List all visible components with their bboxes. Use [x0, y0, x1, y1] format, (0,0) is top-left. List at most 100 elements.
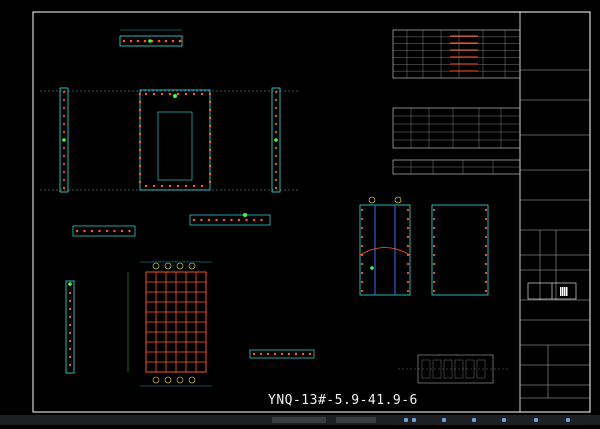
elev-c-l-7	[432, 271, 436, 275]
long-section-bar-7	[68, 339, 72, 343]
top-strip-marker	[148, 39, 152, 43]
elev-c-r-0	[484, 208, 488, 212]
beam-a-bar-3	[98, 229, 101, 233]
center-right-bar-2	[208, 108, 212, 112]
center-left-bar-11	[138, 180, 142, 184]
long-section-bar-5	[68, 323, 72, 327]
center-elevation	[139, 89, 211, 191]
center-right-bar-5	[208, 132, 212, 136]
elev-b-l-2	[360, 226, 364, 230]
elev-c-l-6	[432, 262, 436, 266]
center-right-bar-6	[208, 140, 212, 144]
center-bottom-bar-1	[152, 184, 156, 188]
elev-b-l-6	[360, 262, 364, 266]
center-top-bar-3	[168, 92, 172, 96]
beam-a-bar-7	[128, 229, 131, 233]
snap-icon[interactable]	[412, 418, 416, 422]
center-right-bar-7	[208, 148, 212, 152]
grid-label-bottom-1	[164, 376, 172, 384]
top-strip-bar-1	[129, 39, 133, 43]
beam-b-marker	[243, 213, 247, 217]
bar-section-bar-0	[252, 352, 256, 356]
polar-icon[interactable]	[472, 418, 476, 422]
elev-b-l-7	[360, 271, 364, 275]
beam-b-bar-7	[245, 218, 248, 222]
center-bottom-bar-3	[168, 184, 172, 188]
left-column-bar-7	[62, 146, 66, 150]
long-section	[65, 280, 75, 374]
top-strip-bar-5	[157, 39, 161, 43]
bar-section-bar-3	[273, 352, 277, 356]
osnap-icon[interactable]	[502, 418, 506, 422]
elev-b-l-1	[360, 217, 364, 221]
ortho-icon[interactable]	[442, 418, 446, 422]
elev-c-r-5	[484, 253, 488, 257]
top-strip-bar-0	[122, 39, 126, 43]
center-left-bar-0	[138, 92, 142, 96]
layout-tab[interactable]	[336, 417, 376, 423]
long-section-bar-4	[68, 315, 72, 319]
elev-b-r-3	[406, 235, 410, 239]
center-top-bar-4	[176, 92, 180, 96]
left-column-bar-11	[62, 178, 66, 182]
elev-c-r-6	[484, 262, 488, 266]
status-bar	[0, 415, 600, 425]
long-section-bar-8	[68, 347, 72, 351]
right-column-bar-4	[274, 122, 278, 126]
elev-c-l-4	[432, 244, 436, 248]
bar-section	[249, 349, 315, 359]
long-section-bar-3	[68, 307, 72, 311]
center-left-bar-8	[138, 156, 142, 160]
lineweight-icon[interactable]	[534, 418, 538, 422]
beam-b-bar-0	[192, 218, 196, 222]
elev-c-r-1	[484, 217, 488, 221]
elev-c-r-8	[484, 280, 488, 284]
bar-section-bar-4	[280, 352, 284, 356]
elev-b-l-0	[360, 208, 364, 212]
grid-label-bottom-3	[188, 376, 196, 384]
drawing-title: YNQ-13#-5.9-41.9-6	[268, 393, 418, 408]
right-column-marker	[274, 138, 278, 142]
center-left-bar-6	[138, 140, 142, 144]
elev-c-l-5	[432, 253, 436, 257]
bar-section-bar-7	[301, 352, 305, 356]
center-right-bar-8	[208, 156, 212, 160]
model-tab[interactable]	[272, 417, 326, 423]
center-right-bar-4	[208, 124, 212, 128]
center-bottom-bar-2	[160, 184, 164, 188]
elev-c-r-4	[484, 244, 488, 248]
bar-section-bar-2	[266, 352, 270, 356]
rebar-table	[392, 29, 521, 79]
left-column	[59, 87, 69, 193]
top-strip-bar-8	[178, 39, 182, 43]
beam-b-bar-8	[252, 218, 256, 222]
center-right-bar-11	[208, 180, 212, 184]
center-top-bar-6	[192, 92, 196, 96]
elevation-c	[431, 204, 489, 296]
center-bottom-bar-4	[176, 184, 180, 188]
location-block-5	[476, 359, 486, 379]
left-column-bar-9	[62, 162, 66, 166]
elev-c-l-8	[432, 280, 436, 284]
elev-c-l-1	[432, 217, 436, 221]
center-top-bar-1	[152, 92, 156, 96]
center-bottom-bar-7	[200, 184, 204, 188]
beam-b-bar-4	[222, 218, 226, 222]
beam-a-bar-4	[105, 229, 109, 233]
settings-icon[interactable]	[566, 418, 570, 422]
left-column-bar-5	[62, 130, 66, 134]
grid-icon[interactable]	[404, 418, 408, 422]
elev-b-r-6	[406, 262, 410, 266]
center-top-bar-5	[184, 92, 188, 96]
stamp-mark-0	[560, 287, 562, 296]
center-opening	[157, 111, 193, 181]
sheet-frame	[32, 11, 591, 413]
elev-b-l-4	[360, 244, 364, 248]
right-column-bar-2	[274, 106, 278, 110]
elev-b-r-2	[406, 226, 410, 230]
elev-c-r-9	[484, 289, 488, 293]
elev-b-r-9	[406, 289, 410, 293]
elev-b-l-3	[360, 235, 364, 239]
